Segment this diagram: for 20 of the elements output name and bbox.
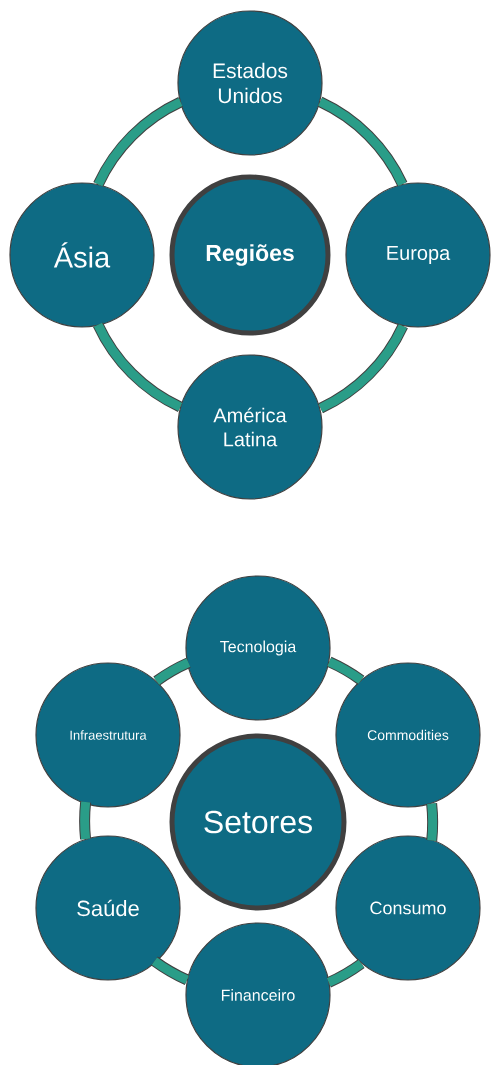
circle-node: Infraestrutura — [35, 662, 181, 808]
circle-node: Consumo — [335, 835, 481, 981]
circle-node: Europa — [345, 182, 491, 328]
circle-node: Financeiro — [185, 922, 331, 1065]
ring-segment — [79, 801, 92, 840]
ring-segment — [317, 96, 408, 187]
circle-node: Estados Unidos — [177, 10, 323, 156]
ring-segment — [326, 959, 365, 988]
circle-node: América Latina — [177, 354, 323, 500]
ring-segment — [318, 323, 408, 414]
circle-node: Commodities — [335, 662, 481, 808]
circle-node: Saúde — [35, 835, 181, 981]
ring-segment — [151, 956, 190, 985]
ring-segment — [93, 322, 183, 412]
ring-segment — [93, 97, 183, 187]
ring-segment — [153, 657, 191, 686]
circle-node: Ásia — [9, 182, 155, 328]
ring-segment — [327, 656, 365, 685]
ring-segment — [426, 803, 439, 842]
circle-node: Tecnologia — [185, 575, 331, 721]
